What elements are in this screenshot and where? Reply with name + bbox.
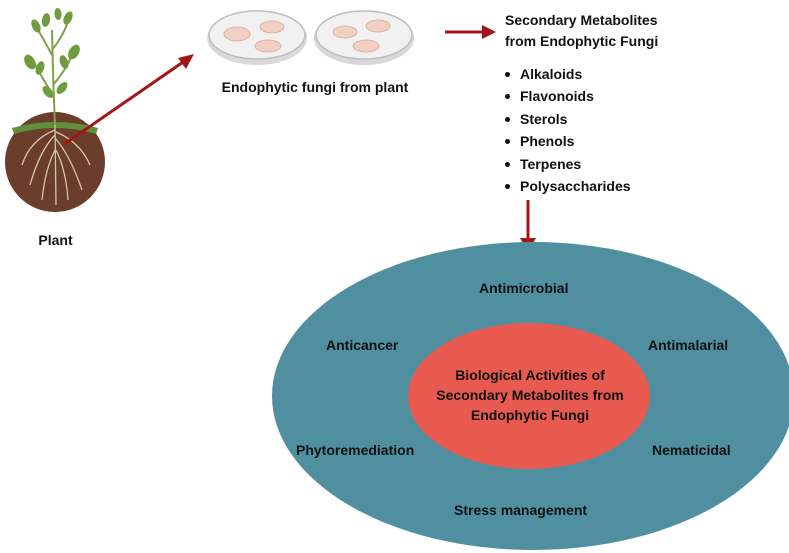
activity-nematicidal: Nematicidal (652, 442, 731, 458)
activity-anticancer: Anticancer (326, 337, 399, 353)
center-text-line3: Endophytic Fungi (470, 407, 590, 423)
metabolite-item: Phenols (503, 130, 631, 152)
plant-leaves (24, 8, 80, 98)
inner-center-ellipse (408, 323, 650, 469)
petri-dish-left (207, 10, 307, 65)
center-text-line1: Biological Activities of (455, 367, 605, 383)
bullet-icon (505, 94, 510, 100)
plant-label: Plant (38, 232, 73, 248)
center-text-line2: Secondary Metabolites from (436, 387, 624, 403)
metabolite-item: Polysaccharides (503, 175, 631, 197)
metabolite-item: Flavonoids (503, 85, 631, 107)
metabolites-title: Secondary Metabolites from Endophytic Fu… (505, 10, 725, 52)
center-ellipse-text: Biological Activities of Secondary Metab… (410, 365, 650, 425)
bullet-icon (505, 161, 510, 167)
activity-stress-management: Stress management (454, 502, 588, 518)
activity-phytoremediation: Phytoremediation (296, 442, 415, 458)
root-system (21, 124, 91, 206)
bullet-icon (505, 139, 510, 145)
plant-illustration (5, 8, 105, 212)
arrow-plant-to-fungi (62, 58, 187, 147)
metabolite-item: Terpenes (503, 153, 631, 175)
arrow-fungi-to-metabolites-head (482, 25, 496, 39)
activity-antimalarial: Antimalarial (648, 337, 729, 353)
arrows (62, 25, 536, 252)
bullet-icon (505, 116, 510, 122)
metabolite-item: Sterols (503, 108, 631, 130)
metabolites-title-line1: Secondary Metabolites (505, 12, 658, 28)
fungi-label: Endophytic fungi from plant (221, 79, 409, 95)
metabolites-list: Alkaloids Flavonoids Sterols Phenols Ter… (503, 63, 631, 197)
bullet-icon (505, 183, 510, 189)
metabolites-title-line2: from Endophytic Fungi (505, 33, 659, 49)
arrow-plant-to-fungi-head (178, 54, 194, 69)
activity-antimicrobial: Antimicrobial (479, 280, 569, 296)
metabolite-item: Alkaloids (503, 63, 631, 85)
petri-dish-right (314, 10, 414, 65)
bullet-icon (505, 72, 510, 77)
